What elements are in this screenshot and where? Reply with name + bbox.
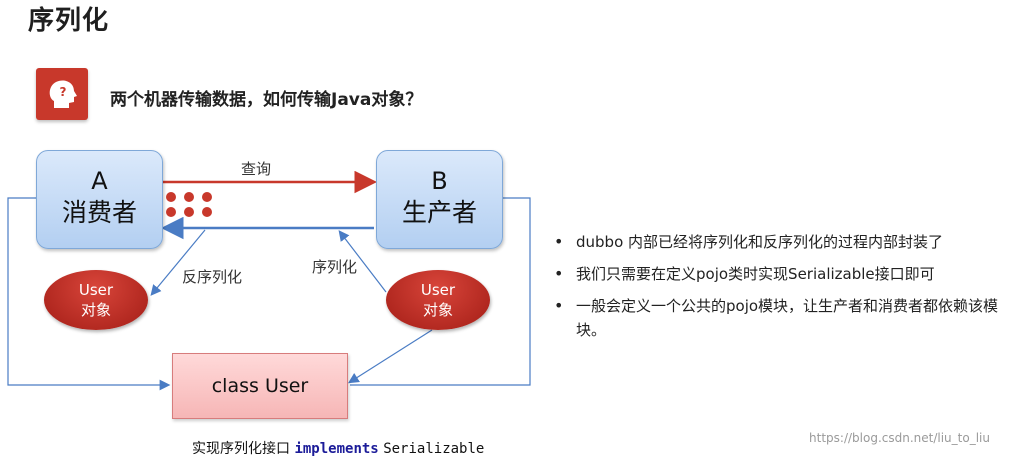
deserialize-arrow [150,229,206,296]
note-item: dubbo 内部已经将序列化和反序列化的过程内部封装了 [552,230,1002,254]
consumer-letter: A [91,167,108,195]
provider-dependency-line [350,197,531,386]
provider-node: B 生产者 [376,150,503,249]
watermark: https://blog.csdn.net/liu_to_liu [809,431,990,445]
slide-title: 序列化 [28,6,110,36]
question-text: 两个机器传输数据，如何传输Java对象？ [110,90,423,110]
implements-caption: 实现序列化接口 implements Serializable [192,438,484,458]
deserialize-label: 反序列化 [182,268,243,286]
user-object-consumer-line1: User [78,281,114,299]
consumer-node: A 消费者 [36,150,163,249]
implements-keyword: implements [294,441,379,457]
note-item: 一般会定义一个公共的pojo模块，让生产者和消费者都依赖该模块。 [552,294,1002,342]
class-user-box: class User [172,353,348,419]
user-object-consumer-line2: 对象 [80,301,111,319]
query-label: 查询 [241,160,272,178]
user-object-provider-line2: 对象 [422,301,453,319]
serialize-label: 序列化 [312,258,358,276]
notes-list: dubbo 内部已经将序列化和反序列化的过程内部封装了 我们只需要在定义pojo… [552,230,1002,350]
provider-label: 生产者 [401,198,477,227]
data-packets-icon [166,192,216,218]
note-item: 我们只需要在定义pojo类时实现Serializable接口即可 [552,262,1002,286]
question-head-icon: ? [36,68,88,120]
consumer-label: 消费者 [61,198,137,227]
user-object-provider: User 对象 [386,270,490,330]
serialize-arrow [338,230,387,293]
user-object-provider-line1: User [420,281,456,299]
implements-interface: Serializable [383,441,485,457]
user-object-consumer: User 对象 [44,270,148,330]
provider-letter: B [431,167,448,195]
svg-text:?: ? [60,85,67,99]
consumer-dependency-line [7,197,171,391]
user-to-class-arrow [347,329,433,384]
implements-prefix: 实现序列化接口 [192,441,290,457]
